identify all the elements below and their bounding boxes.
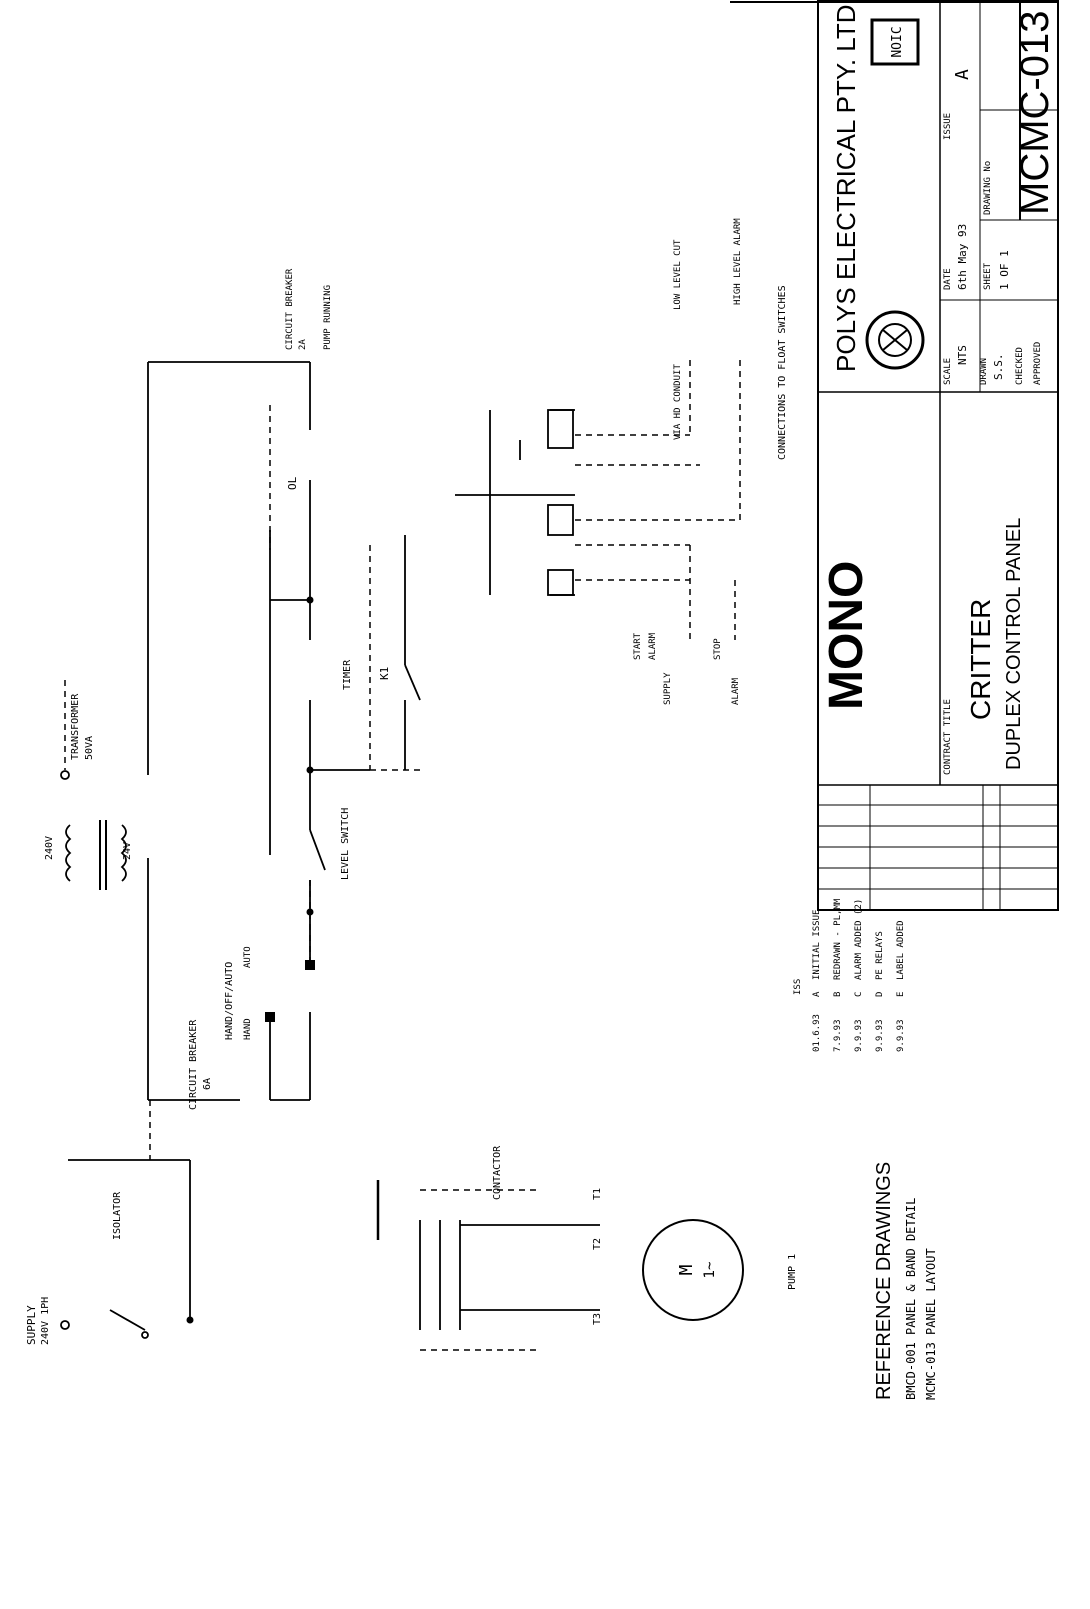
revision-iss: D xyxy=(875,992,885,997)
date-value: 6th May 93 xyxy=(956,224,969,290)
title-block-texts: POLYS ELECTRICAL PTY. LTD. MCMC-013 DRAW… xyxy=(820,0,1057,775)
float-start-label: START xyxy=(633,632,643,660)
float-stop-label: STOP xyxy=(713,638,723,660)
title-block xyxy=(730,0,1059,911)
approved-label: APPROVED xyxy=(1033,342,1043,385)
level-switch-label: LEVEL SWITCH xyxy=(340,808,351,880)
overload-label: OL xyxy=(286,476,299,490)
revision-desc: PE RELAYS xyxy=(875,931,885,980)
company-seal-icon xyxy=(865,310,925,370)
revision-date: 9.9.93 xyxy=(854,1019,864,1052)
reference-heading: REFERENCE DRAWINGS xyxy=(873,1162,895,1400)
issue-value: A xyxy=(952,69,973,80)
conduit-label: SUPPLY xyxy=(663,672,673,705)
checked-label: CHECKED xyxy=(1015,347,1025,385)
control-breaker-rating: 2A xyxy=(298,339,308,350)
revision-iss: B xyxy=(833,992,843,997)
revision-date: 9.9.93 xyxy=(896,1019,906,1052)
isolator-label: ISOLATOR xyxy=(112,1191,123,1240)
terminal-nodes xyxy=(186,596,315,1324)
cable-note: VIA HD CONDUIT xyxy=(673,364,683,440)
scale-value: NTS xyxy=(956,345,969,365)
scale-label: SCALE xyxy=(943,358,953,385)
reference-line2: MCMC-013 PANEL LAYOUT xyxy=(924,1248,938,1400)
pump-label: PUMP 1 xyxy=(787,1254,798,1290)
transformer-rating: 50VA xyxy=(84,736,95,760)
drawing-title-line1: CRITTER xyxy=(965,599,996,720)
float-low-label: LOW LEVEL CUT xyxy=(673,239,683,310)
revision-header-iss: ISS xyxy=(793,979,803,995)
revision-desc: REDRAWN - PL,MM xyxy=(833,898,843,980)
revision-iss: A xyxy=(812,991,822,997)
company-name: POLYS ELECTRICAL PTY. LTD. xyxy=(831,0,861,372)
contactor-label: CONTACTOR xyxy=(492,1145,503,1200)
pump-running-label: PUMP RUNNING xyxy=(323,285,333,350)
certification-badge-text: NOIC xyxy=(890,26,905,57)
revision-desc: ALARM ADDED (2) xyxy=(854,899,864,980)
revision-table: ISS INITIAL ISSUE A 01.6.93 REDRAWN - PL,MM B… xyxy=(793,898,906,1052)
k1-contact-label: K1 xyxy=(378,667,391,680)
motor-terminal-t3: T3 xyxy=(592,1313,603,1325)
schematic-labels: SUPPLY 240V 1PH ISOLATOR CIRCUIT BREAKER… xyxy=(25,218,798,1345)
brand-logo: MONO xyxy=(820,561,873,710)
selector-auto: AUTO xyxy=(243,946,253,968)
transformer-secondary: 24V xyxy=(122,842,133,860)
selector-hand: HAND xyxy=(243,1018,253,1040)
timer-label: TIMER xyxy=(342,659,353,690)
drawing-no-label: DRAWING No xyxy=(983,161,993,215)
reference-drawings: REFERENCE DRAWINGS BMCD-001 PANEL & BAND… xyxy=(873,1162,938,1400)
revision-iss: E xyxy=(896,992,906,997)
drawing-number: MCMC-013 xyxy=(1013,11,1057,215)
float-high-label: HIGH LEVEL ALARM xyxy=(733,218,743,305)
selector-label: HAND/OFF/AUTO xyxy=(224,962,235,1040)
contract-label: CONTRACT TITLE xyxy=(943,699,953,775)
main-breaker-label: CIRCUIT BREAKER xyxy=(188,1019,199,1110)
schematic-dashed-wiring xyxy=(64,360,741,1351)
transformer-label: TRANSFORMER xyxy=(70,693,81,760)
motor-phase: 1~ xyxy=(702,1262,718,1279)
issue-label: ISSUE xyxy=(943,113,953,140)
revision-desc: INITIAL ISSUE xyxy=(812,910,822,980)
transformer-primary: 240V xyxy=(44,836,55,860)
revision-date: 01.6.93 xyxy=(812,1014,822,1052)
motor-terminal-t2: T2 xyxy=(592,1238,603,1250)
date-label: DATE xyxy=(943,268,953,290)
motor-symbol: M xyxy=(676,1264,697,1275)
revision-date: 7.9.93 xyxy=(833,1019,843,1052)
sheet-value: 1 OF 1 xyxy=(998,250,1011,290)
float-connections-note: CONNECTIONS TO FLOAT SWITCHES xyxy=(777,285,788,460)
main-breaker-rating: 6A xyxy=(202,1078,213,1090)
sheet-label: SHEET xyxy=(983,262,993,290)
revision-date: 9.9.93 xyxy=(875,1019,885,1052)
reference-line1: BMCD-001 PANEL & BAND DETAIL xyxy=(904,1198,918,1400)
drawn-value: S.S. xyxy=(992,354,1005,381)
revision-iss: C xyxy=(854,992,864,997)
float-alarm-label: ALARM xyxy=(648,632,658,660)
revision-desc: LABEL ADDED xyxy=(896,920,906,980)
supply-label: SUPPLY xyxy=(25,1305,38,1345)
drawn-label: DRAWN xyxy=(979,358,989,385)
control-breaker-label: CIRCUIT BREAKER xyxy=(285,268,295,350)
motor-terminal-t1: T1 xyxy=(592,1188,603,1200)
cable-label: ALARM xyxy=(731,677,741,705)
certification-badge-icon: NOIC xyxy=(870,18,920,66)
drawing-title-line2: DUPLEX CONTROL PANEL xyxy=(1003,518,1025,770)
schematic-wiring xyxy=(60,361,744,1339)
supply-spec: 240V 1PH xyxy=(40,1297,51,1345)
